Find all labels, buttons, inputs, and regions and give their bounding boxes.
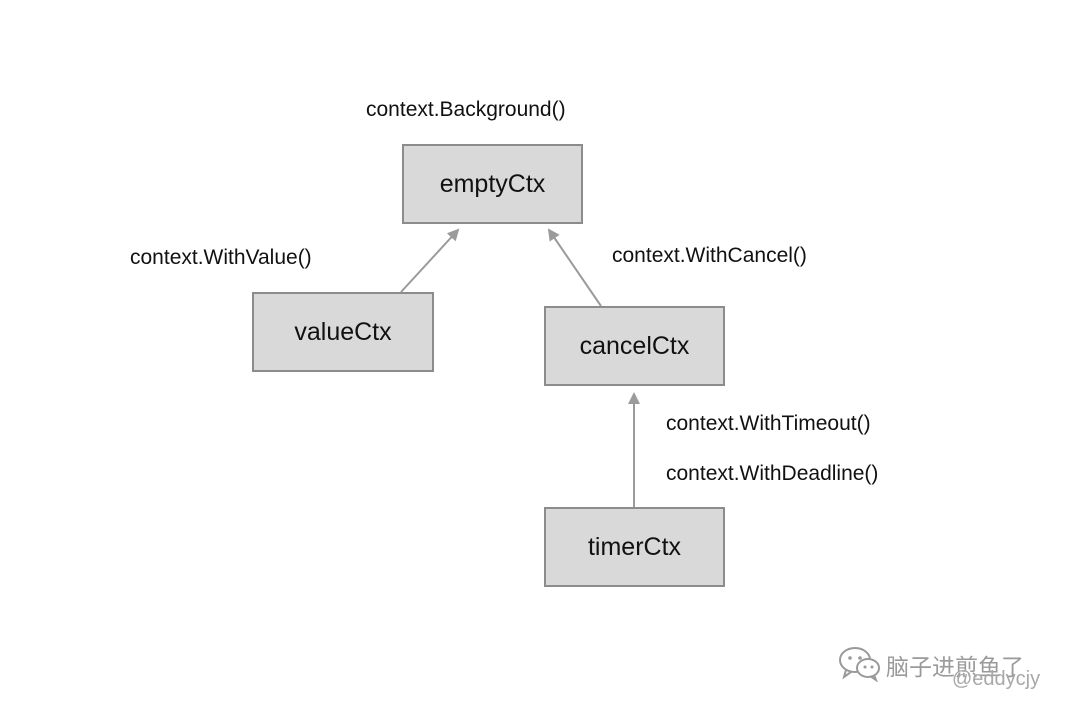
edge-value-to-empty xyxy=(400,228,460,293)
watermark-account-name: 脑子进煎鱼了 xyxy=(886,655,1024,681)
label-context-background: context.Background() xyxy=(366,98,566,121)
edge-cancel-to-empty xyxy=(547,228,602,307)
node-emptyctx: emptyCtx xyxy=(402,144,583,224)
label-context-withvalue: context.WithValue() xyxy=(130,246,312,269)
watermark: 脑子进煎鱼了 @eddycjy xyxy=(838,642,1063,698)
watermark-handle: @eddycjy xyxy=(952,668,1041,690)
node-timerctx: timerCtx xyxy=(544,507,725,587)
node-cancelctx: cancelCtx xyxy=(544,306,725,386)
label-context-withdeadline: context.WithDeadline() xyxy=(666,462,879,485)
label-context-withtimeout: context.WithTimeout() xyxy=(666,412,871,435)
label-context-withcancel: context.WithCancel() xyxy=(612,244,807,267)
wechat-icon xyxy=(839,647,880,682)
node-valuectx: valueCtx xyxy=(252,292,434,372)
